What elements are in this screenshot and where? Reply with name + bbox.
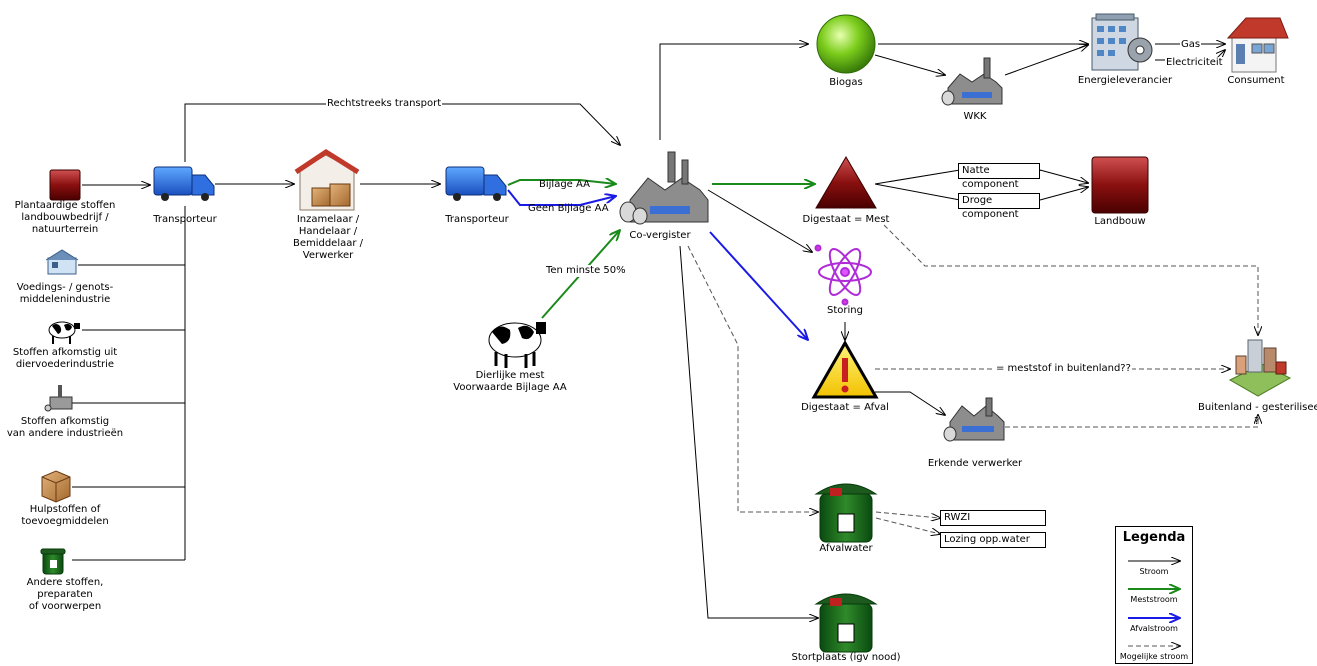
house-icon <box>1226 17 1289 73</box>
legend-item-stroom: Stroom <box>1139 567 1169 576</box>
legend-item-meststroom: Meststroom <box>1130 595 1178 604</box>
label-dierlijke-mest: Dierlijke mest Voorwaarde Bijlage AA <box>453 370 567 393</box>
warehouse-icon <box>294 149 360 211</box>
label-stortplaats: Stortplaats (igv nood) <box>791 652 901 663</box>
afvalstroom-lines <box>507 189 808 340</box>
label-voedings: Voedings- / genots- middelenindustrie <box>16 282 114 305</box>
legend-title: Legenda <box>1122 530 1186 545</box>
label-storing: Storing <box>827 305 863 316</box>
label-andere-industrie: Stoffen afkomstig van andere industrieën <box>6 416 124 439</box>
cow-large-icon <box>488 322 546 368</box>
legend: Legenda Stroom Meststroom Afvalstroom Mo… <box>1115 526 1193 664</box>
red-triangle-icon <box>815 156 877 209</box>
label-diervoeder: Stoffen afkomstig uit diervoederindustri… <box>12 347 118 370</box>
stroom-lines <box>72 44 1225 618</box>
label-andere-stoffen: Andere stoffen, preparaten of voorwerpen <box>26 577 104 612</box>
small-bin-icon <box>40 548 66 575</box>
truck-icon-2 <box>445 166 507 201</box>
wkk-plant-icon <box>941 57 1003 106</box>
label-transporteur-2: Transporteur <box>445 214 509 225</box>
legend-swatches <box>1128 527 1192 663</box>
food-industry-icon <box>45 249 79 275</box>
atom-icon <box>814 244 872 306</box>
edge-label-ten-minste: Ten minste 50% <box>545 265 627 277</box>
plant-material-icon <box>49 169 81 201</box>
label-buitenland: Buitenland - gesteriliseerd? <box>1198 402 1317 413</box>
cow-small-icon <box>48 321 80 344</box>
label-digestaat-mest: Digestaat = Mest <box>802 214 890 225</box>
truck-icon-1 <box>153 166 215 201</box>
label-plantaardige: Plantaardige stoffen landbouwbedrijf / n… <box>14 200 116 235</box>
legend-item-afvalstroom: Afvalstroom <box>1130 624 1178 633</box>
warning-triangle-icon <box>811 339 879 399</box>
box-lozing: Lozing opp.water <box>940 532 1046 548</box>
edge-label-bijlage-aa: Bijlage AA <box>539 179 590 190</box>
label-co-vergister: Co-vergister <box>629 230 691 241</box>
box-natte-component: Natte component <box>958 163 1040 190</box>
edge-label-geen-bijlage-aa: Geen Bijlage AA <box>528 203 609 214</box>
label-transporteur-1: Transporteur <box>153 214 217 225</box>
energy-supplier-building-icon <box>1091 13 1153 71</box>
legend-item-mogelijke-stroom: Mogelijke stroom <box>1119 652 1189 661</box>
label-digestaat-afval: Digestaat = Afval <box>801 402 889 413</box>
small-factory-icon <box>44 385 73 412</box>
biogas-ball-icon <box>816 14 876 74</box>
waste-bin-icon-1 <box>814 483 878 543</box>
label-energieleverancier: Energieleverancier <box>1077 75 1173 86</box>
box-droge-component: Droge component <box>958 193 1040 220</box>
label-inzamelaar: Inzamelaar / Handelaar / Bemiddelaar / V… <box>292 214 364 261</box>
wooden-box-icon <box>41 470 71 503</box>
box-rwzi: RWZI <box>940 510 1046 526</box>
mogelijke-stroom-lines <box>687 224 1258 534</box>
label-hulpstoffen: Hulpstoffen of toevoegmiddelen <box>21 504 109 527</box>
waste-bin-icon-2 <box>814 593 878 653</box>
label-afvalwater: Afvalwater <box>819 543 873 554</box>
label-consument: Consument <box>1227 75 1285 86</box>
label-biogas: Biogas <box>829 77 863 88</box>
label-erkende-verwerker: Erkende verwerker <box>927 458 1023 469</box>
label-wkk: WKK <box>963 111 987 122</box>
edge-label-meststof-buitenland: = meststof in buitenland?? <box>995 363 1132 375</box>
co-digester-factory-icon <box>619 151 709 225</box>
edge-label-gas: Gas <box>1180 39 1202 51</box>
edge-label-electriciteit: Electriciteit <box>1165 57 1224 69</box>
edge-label-question: ? <box>1254 416 1260 427</box>
agriculture-square-icon <box>1091 156 1149 214</box>
processor-factory-icon <box>943 397 1005 442</box>
edge-label-rechtstreeks: Rechtstreeks transport <box>326 98 443 110</box>
city-icon <box>1228 339 1292 397</box>
label-landbouw: Landbouw <box>1094 216 1146 227</box>
